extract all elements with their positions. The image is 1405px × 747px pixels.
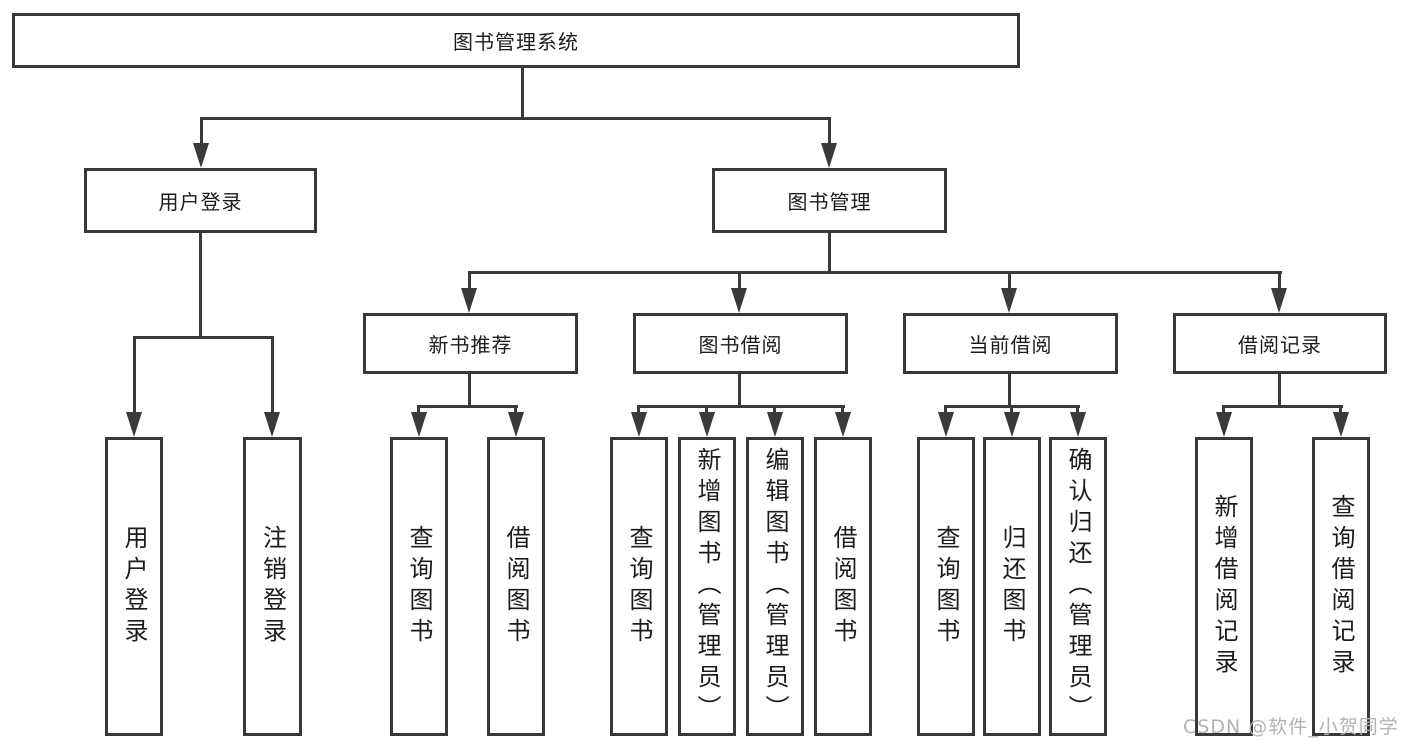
connector-drop-user-login — [200, 117, 203, 149]
connector-drop — [1222, 405, 1225, 418]
connector-drop-borrow-records — [1278, 271, 1281, 293]
csdn-watermark: CSDN @软件_小贺同学 — [1183, 716, 1399, 738]
leaf-logout: 注销登录 — [243, 437, 302, 736]
node-label: 图书管理系统 — [453, 30, 579, 54]
connector-user-login-stem — [199, 233, 202, 339]
node-label: 图书管理 — [787, 190, 872, 214]
connector-user-login-branch — [133, 336, 274, 339]
leaf-query-books-borrow: 查询图书 — [610, 437, 668, 736]
connector-root-branch — [200, 117, 831, 120]
connector-drop-book-management — [828, 117, 831, 149]
leaf-label: 归还图书 — [998, 524, 1026, 649]
leaf-label: 编辑图书（管理员） — [761, 447, 789, 726]
node-user-login: 用户登录 — [84, 168, 317, 233]
leaf-edit-books-admin: 编辑图书（管理员） — [746, 437, 804, 736]
connector-new-book-branch — [417, 405, 518, 408]
leaf-label: 查询借阅记录 — [1327, 493, 1355, 680]
arrowhead-down-icon — [699, 412, 715, 437]
leaf-label: 用户登录 — [120, 524, 148, 649]
leaf-label: 借阅图书 — [829, 524, 857, 649]
connector-drop-leaf-logout — [271, 336, 274, 418]
connector-drop — [1010, 405, 1013, 418]
arrowhead-down-icon — [411, 412, 427, 437]
leaf-label: 借阅图书 — [502, 524, 530, 649]
leaf-query-books-current: 查询图书 — [917, 437, 975, 736]
leaf-label: 查询图书 — [932, 524, 960, 649]
arrowhead-down-icon — [1004, 412, 1020, 437]
connector-drop — [1076, 405, 1079, 418]
node-book-management: 图书管理 — [712, 168, 947, 233]
leaf-borrow-books-recommend: 借阅图书 — [487, 437, 545, 736]
leaf-label: 新增图书（管理员） — [693, 447, 721, 726]
connector-drop — [514, 405, 517, 418]
connector-drop — [841, 405, 844, 418]
connector-drop — [417, 405, 420, 418]
connector-borrow-records-stem — [1278, 374, 1281, 408]
connector-drop — [1339, 405, 1342, 418]
connector-current-borrow-stem — [1008, 374, 1011, 408]
arrowhead-down-icon — [835, 412, 851, 437]
node-library-management-system: 图书管理系统 — [12, 13, 1020, 68]
node-new-book-recommend: 新书推荐 — [363, 313, 578, 374]
connector-drop-book-borrow — [738, 271, 741, 293]
node-label: 图书借阅 — [698, 333, 783, 357]
connector-drop — [637, 405, 640, 418]
connector-drop-new-book — [468, 271, 471, 293]
node-borrow-records: 借阅记录 — [1173, 313, 1387, 374]
leaf-user-login: 用户登录 — [105, 437, 163, 736]
connector-book-management-branch — [468, 271, 1282, 274]
leaf-add-books-admin: 新增图书（管理员） — [678, 437, 736, 736]
leaf-label: 确认归还（管理员） — [1064, 447, 1092, 726]
connector-drop-leaf-user-login — [133, 336, 136, 418]
leaf-borrow-books: 借阅图书 — [814, 437, 872, 736]
arrowhead-down-icon — [767, 412, 783, 437]
node-label: 用户登录 — [158, 190, 243, 214]
leaf-label: 注销登录 — [258, 524, 287, 649]
leaf-label: 查询图书 — [625, 524, 653, 649]
arrowhead-down-icon — [508, 412, 524, 437]
arrowhead-down-icon — [631, 412, 647, 437]
leaf-add-borrow-record: 新增借阅记录 — [1195, 437, 1253, 736]
connector-new-book-stem — [468, 374, 471, 408]
arrowhead-down-icon — [193, 143, 209, 168]
arrowhead-down-icon — [126, 412, 142, 437]
connector-drop — [773, 405, 776, 418]
connector-drop-current-borrow — [1008, 271, 1011, 293]
connector-book-borrow-branch — [637, 405, 845, 408]
connector-book-management-stem — [828, 233, 831, 274]
leaf-confirm-return-admin: 确认归还（管理员） — [1049, 437, 1107, 736]
leaf-label: 查询图书 — [405, 524, 433, 649]
arrowhead-down-icon — [1070, 412, 1086, 437]
connector-root-stem — [521, 66, 524, 119]
arrowhead-down-icon — [1333, 412, 1349, 437]
arrowhead-down-icon — [1001, 288, 1017, 313]
leaf-label: 新增借阅记录 — [1210, 493, 1238, 680]
leaf-query-borrow-record: 查询借阅记录 — [1312, 437, 1370, 736]
leaf-return-books: 归还图书 — [983, 437, 1041, 736]
node-label: 新书推荐 — [428, 333, 513, 357]
node-label: 借阅记录 — [1238, 333, 1322, 357]
connector-drop — [705, 405, 708, 418]
node-label: 当前借阅 — [968, 333, 1053, 357]
arrowhead-down-icon — [1216, 412, 1232, 437]
arrowhead-down-icon — [264, 412, 280, 437]
arrowhead-down-icon — [938, 412, 954, 437]
node-current-borrow: 当前借阅 — [903, 313, 1118, 374]
connector-book-borrow-stem — [738, 374, 741, 408]
arrowhead-down-icon — [461, 288, 477, 313]
arrowhead-down-icon — [731, 288, 747, 313]
arrowhead-down-icon — [821, 143, 837, 168]
node-book-borrow: 图书借阅 — [633, 313, 848, 374]
leaf-query-books-recommend: 查询图书 — [390, 437, 448, 736]
connector-drop — [944, 405, 947, 418]
arrowhead-down-icon — [1271, 288, 1287, 313]
connector-borrow-records-branch — [1222, 405, 1343, 408]
